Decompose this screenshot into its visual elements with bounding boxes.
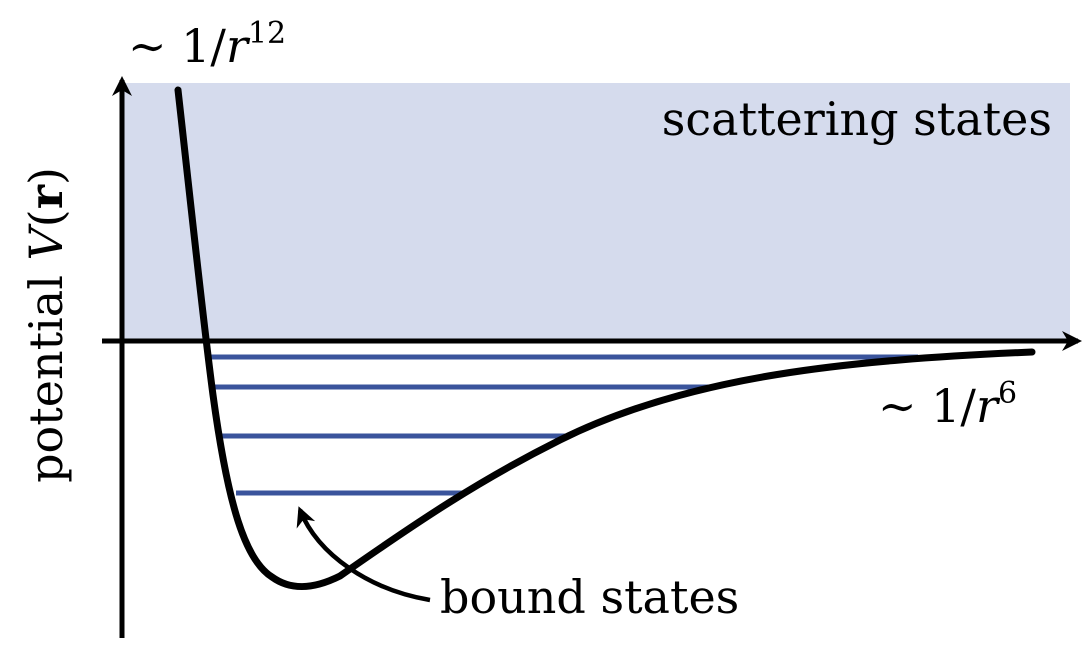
potential-axis-label: potential V(r) — [19, 167, 73, 483]
bound-state-levels — [210, 354, 918, 496]
attractive-term-label: ∼ 1/r6 — [878, 376, 1017, 433]
scattering-region — [122, 83, 1070, 341]
bound-states-label: bound states — [440, 570, 739, 624]
bound-states-pointer — [296, 506, 431, 603]
scattering-states-label: scattering states — [662, 92, 1052, 146]
potential-curve — [174, 86, 1036, 591]
repulsive-term-label: ∼ 1/r12 — [128, 16, 286, 73]
